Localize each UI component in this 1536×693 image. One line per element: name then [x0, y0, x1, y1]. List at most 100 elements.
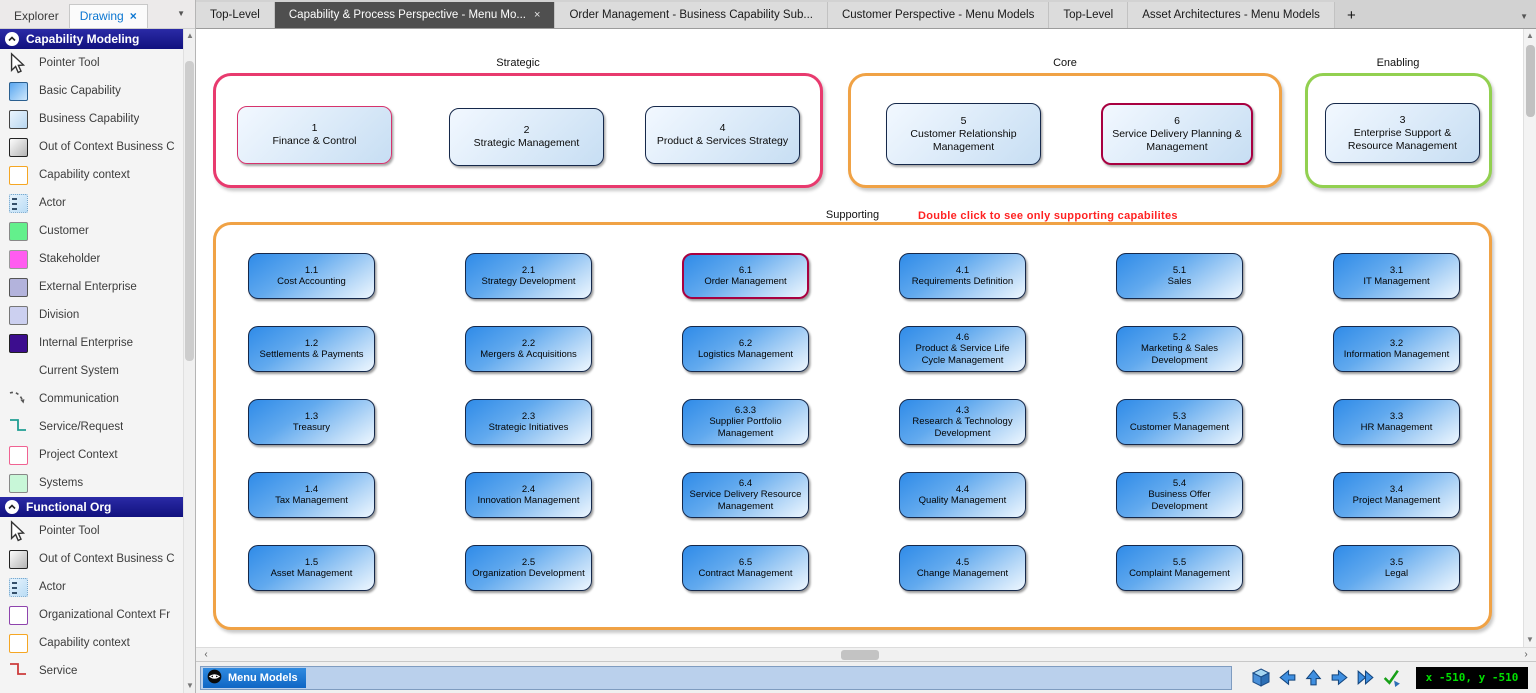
cube-icon[interactable]	[1250, 667, 1272, 689]
vertical-scrollbar[interactable]: ▲ ▼	[1523, 29, 1536, 647]
palette-item-capability-context[interactable]: Capability context	[0, 161, 183, 189]
sidebar-tab-drawing[interactable]: Drawing×	[68, 4, 148, 28]
scroll-up-icon[interactable]: ▲	[186, 31, 194, 40]
palette-item-internal-enterprise[interactable]: Internal Enterprise	[0, 329, 183, 357]
palette-item-service[interactable]: Service	[0, 657, 183, 685]
palette-section-header[interactable]: Functional Org	[0, 497, 183, 517]
palette-item-stakeholder[interactable]: Stakeholder	[0, 245, 183, 273]
palette-caret-icon[interactable]: ▼	[177, 9, 185, 18]
horizontal-scrollbar-thumb[interactable]	[841, 650, 879, 660]
chevron-up-icon[interactable]	[5, 500, 19, 514]
scroll-down-icon[interactable]: ▼	[1526, 635, 1534, 644]
back-arrow-icon[interactable]	[1276, 667, 1298, 689]
doc-tab-2[interactable]: Order Management - Business Capability S…	[555, 2, 828, 28]
sidebar-tab-explorer[interactable]: Explorer	[4, 5, 69, 28]
doc-tab-3[interactable]: Customer Perspective - Menu Models	[827, 2, 1050, 28]
sidebar-scrollbar-thumb[interactable]	[185, 61, 194, 361]
scroll-up-icon[interactable]: ▲	[1526, 31, 1534, 40]
validate-check-icon[interactable]	[1380, 667, 1402, 689]
scroll-down-icon[interactable]: ▼	[186, 681, 194, 690]
palette-item-systems[interactable]: Systems	[0, 469, 183, 497]
palette-item-service-request[interactable]: Service/Request	[0, 413, 183, 441]
palette-item-capability-context[interactable]: Capability context	[0, 629, 183, 657]
palette-item-organizational-context-fr[interactable]: Organizational Context Fr	[0, 601, 183, 629]
palette-item-pointer-tool[interactable]: Pointer Tool	[0, 49, 183, 77]
close-icon[interactable]: ×	[534, 9, 541, 21]
palette-item-actor[interactable]: Actor	[0, 189, 183, 217]
palette-item-actor[interactable]: Actor	[0, 573, 183, 601]
palette-item-out-of-context-business-c[interactable]: Out of Context Business C	[0, 133, 183, 161]
horizontal-scrollbar[interactable]: ‹ ›	[196, 647, 1536, 661]
layer-chip[interactable]: Menu Models	[203, 667, 306, 688]
palette-item-pointer-tool[interactable]: Pointer Tool	[0, 517, 183, 545]
palette-item-customer[interactable]: Customer	[0, 217, 183, 245]
forward-arrow-icon[interactable]	[1328, 667, 1350, 689]
close-icon[interactable]: ×	[129, 9, 137, 23]
up-arrow-icon[interactable]	[1302, 667, 1324, 689]
palette-item-communication[interactable]: Communication	[0, 385, 183, 413]
palette-item-project-context[interactable]: Project Context	[0, 441, 183, 469]
new-tab-button[interactable]: +	[1346, 6, 1356, 24]
scroll-left-icon[interactable]: ‹	[204, 649, 208, 660]
chevron-up-icon[interactable]	[5, 32, 19, 46]
sidebar-scrollbar[interactable]: ▲ ▼	[183, 29, 195, 693]
doc-tab-4[interactable]: Top-Level	[1049, 2, 1129, 28]
palette-item-division[interactable]: Division	[0, 301, 183, 329]
palette-item-out-of-context-business-c[interactable]: Out of Context Business C	[0, 545, 183, 573]
doc-tab-1[interactable]: Capability & Process Perspective - Menu …	[274, 2, 556, 28]
scroll-right-icon[interactable]: ›	[1524, 649, 1528, 660]
tab-overflow-caret-icon[interactable]: ▼	[1520, 12, 1528, 21]
doc-tab-0[interactable]: Top-Level	[196, 2, 275, 28]
palette-item-basic-capability[interactable]: Basic Capability	[0, 77, 183, 105]
palette-section-header[interactable]: Capability Modeling	[0, 29, 183, 49]
vertical-scrollbar-thumb[interactable]	[1526, 45, 1535, 117]
palette-item-current-system[interactable]: Current System	[0, 357, 183, 385]
skip-forward-icon[interactable]	[1354, 667, 1376, 689]
palette-item-business-capability[interactable]: Business Capability	[0, 105, 183, 133]
palette-item-label: Capability context	[39, 637, 130, 649]
palette-item-external-enterprise[interactable]: External Enterprise	[0, 273, 183, 301]
doc-tab-5[interactable]: Asset Architectures - Menu Models	[1128, 2, 1335, 28]
